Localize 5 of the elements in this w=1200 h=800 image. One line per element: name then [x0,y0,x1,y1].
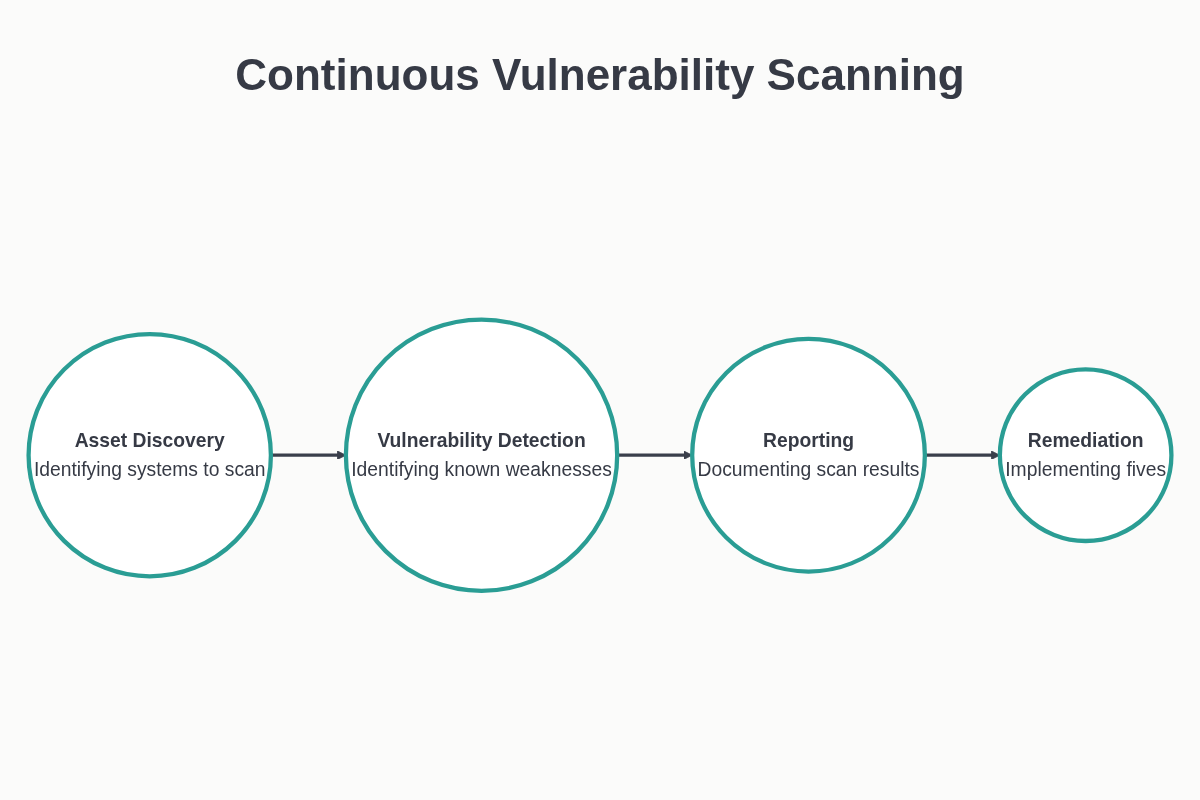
node-circle: Asset Discovery Identifying systems to scan [26,331,274,579]
node-circle: Vulnerability Detection Identifying known weaknesses [343,317,620,593]
title: Continuous Vulnerability Scanning [235,50,965,99]
node-circle: Reporting Documenting scan results [690,336,927,574]
node-circle: Remediation Implementing fives [997,367,1174,543]
